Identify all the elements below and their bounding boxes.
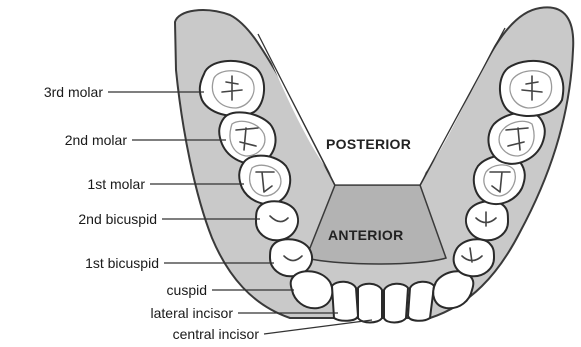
label-first-bicuspid: 1st bicuspid [85, 255, 159, 271]
anterior-label: ANTERIOR [328, 227, 404, 243]
posterior-label: POSTERIOR [326, 136, 411, 152]
label-third-molar: 3rd molar [44, 84, 103, 100]
label-lateral-incisor: lateral incisor [151, 305, 234, 321]
label-first-molar: 1st molar [87, 176, 145, 192]
label-second-bicuspid: 2nd bicuspid [78, 211, 157, 227]
right-third-molar [500, 61, 563, 116]
right-second-bicuspid [466, 201, 508, 240]
label-cuspid: cuspid [167, 282, 207, 298]
label-central-incisor: central incisor [173, 326, 260, 342]
right-lateral-incisor [408, 282, 434, 321]
right-central-incisor [384, 284, 408, 323]
left-lateral-incisor [332, 282, 358, 321]
right-first-bicuspid [454, 239, 494, 276]
left-central-incisor [358, 284, 382, 323]
leader-central-incisor [264, 320, 372, 334]
label-second-molar: 2nd molar [65, 132, 128, 148]
left-second-bicuspid [256, 201, 298, 240]
left-third-molar [200, 61, 264, 116]
right-cuspid [433, 271, 473, 308]
